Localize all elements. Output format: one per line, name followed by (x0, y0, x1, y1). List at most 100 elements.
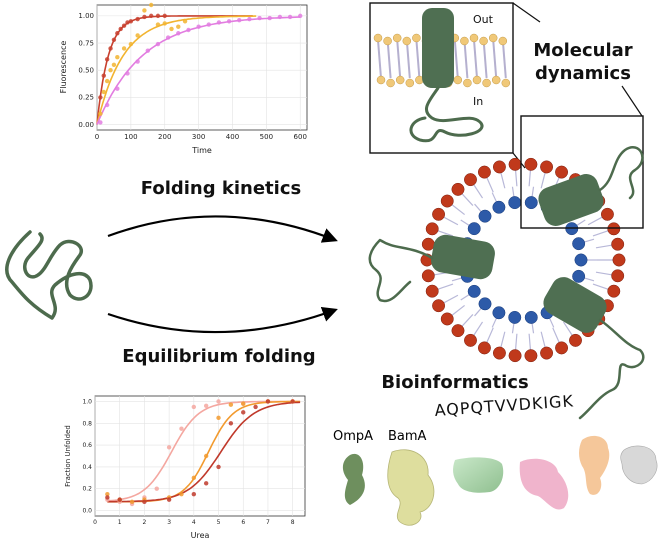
md-lipid-head-bottom (491, 75, 501, 85)
data-point (125, 71, 130, 76)
lipid-vesicle (420, 157, 626, 363)
x-tick-label: 300 (192, 133, 205, 141)
md-lipid-head-top (460, 36, 469, 46)
data-point (117, 497, 122, 502)
equilibrium-x-axis-label: Urea (191, 531, 210, 540)
y-tick-label: 0.50 (78, 67, 94, 75)
data-point (228, 421, 234, 426)
ompa-surface (342, 453, 365, 505)
data-point (111, 62, 117, 67)
data-point (265, 399, 271, 404)
surface-grey (620, 445, 658, 485)
data-point (241, 410, 246, 415)
md-lipid-head-bottom (453, 75, 463, 85)
data-point (98, 111, 103, 116)
md-lipid-head-top (488, 33, 498, 43)
loops-lower-right (578, 318, 645, 420)
x-tick-label: 1 (118, 519, 122, 526)
data-point (203, 481, 209, 486)
data-point (186, 27, 191, 33)
y-tick-label: 1.00 (78, 12, 94, 20)
data-point (182, 19, 188, 24)
x-tick-label: 500 (260, 133, 273, 141)
barrel-upper-right (538, 173, 604, 227)
lipid-head-outer (607, 284, 621, 298)
data-point (142, 14, 147, 20)
lipid-head-outer (508, 157, 522, 171)
md-lipid-head-bottom (472, 75, 482, 85)
x-tick-label: 400 (226, 133, 239, 141)
equilibrium-y-axis-label: Fraction Unfolded (64, 425, 72, 487)
md-lipid-tail (377, 39, 382, 79)
y-tick-label: 0.6 (82, 442, 92, 449)
sequence-text: AQPQTVVDKIGK (434, 391, 575, 420)
md-lipid-head-bottom (405, 78, 415, 88)
vesicle-zoom-box (520, 115, 644, 229)
bioinformatics-label: Bioinformatics (381, 372, 528, 393)
data-point (179, 491, 184, 497)
data-point (257, 15, 262, 21)
data-point (191, 404, 197, 410)
y-tick-label: 0.25 (78, 94, 94, 102)
data-point (98, 95, 103, 100)
lipid-head-inner (508, 196, 522, 210)
lipid-head-outer (477, 341, 491, 355)
lipid-head-inner (524, 310, 538, 324)
data-point (176, 24, 181, 29)
data-point (128, 19, 134, 24)
data-point (191, 491, 197, 497)
data-point (105, 495, 110, 500)
data-point (166, 445, 172, 450)
x-tick-label: 3 (167, 519, 171, 526)
kinetics-y-axis-label: Fluorescence (59, 41, 68, 94)
data-point (228, 402, 234, 407)
x-tick-label: 200 (158, 133, 171, 141)
data-point (290, 399, 295, 404)
md-lipid-head-bottom (376, 75, 386, 85)
barrel-lower-right (543, 277, 607, 333)
data-point (115, 86, 120, 91)
data-point (179, 426, 184, 431)
md-lipid-head-bottom (395, 75, 405, 85)
lipid-head-outer (611, 269, 625, 283)
data-point (135, 33, 140, 38)
data-point (104, 102, 110, 108)
lipid-head-inner (492, 306, 506, 320)
lipid-head-outer (440, 312, 454, 326)
data-point (162, 13, 167, 19)
data-point (135, 59, 140, 64)
lipid-head-inner (508, 310, 522, 324)
md-callout-line-right (621, 85, 643, 117)
lipid-head-inner (572, 269, 586, 283)
data-point (162, 21, 167, 26)
data-point (155, 41, 161, 47)
md-lipid-head-top (412, 33, 421, 43)
barrel-left (431, 234, 495, 280)
bama-label: BamA (388, 429, 427, 444)
md-barrel (422, 8, 454, 88)
membrane-proteins (368, 146, 645, 420)
data-point (298, 13, 303, 19)
data-point (148, 2, 154, 8)
lipid-head-outer (508, 349, 522, 363)
md-lipid-head-top (392, 33, 402, 43)
lipid-head-outer (432, 207, 446, 221)
md-lipid-head-top (383, 36, 392, 46)
lipid-head-outer (600, 207, 614, 221)
data-point (287, 14, 293, 20)
molecular-dynamics-label-line1: Molecular (533, 40, 632, 61)
lipid-head-outer (464, 333, 477, 347)
data-point (125, 20, 130, 25)
md-lipid-head-top (373, 33, 383, 43)
loops-upper-right (598, 146, 644, 200)
md-lipid-tail (473, 39, 478, 79)
data-point (166, 497, 172, 502)
md-lipid-tail (501, 39, 507, 79)
folding-kinetics-label: Folding kinetics (141, 178, 301, 199)
data-point (154, 486, 159, 491)
data-point (247, 16, 252, 22)
y-tick-label: 0.8 (82, 420, 92, 427)
